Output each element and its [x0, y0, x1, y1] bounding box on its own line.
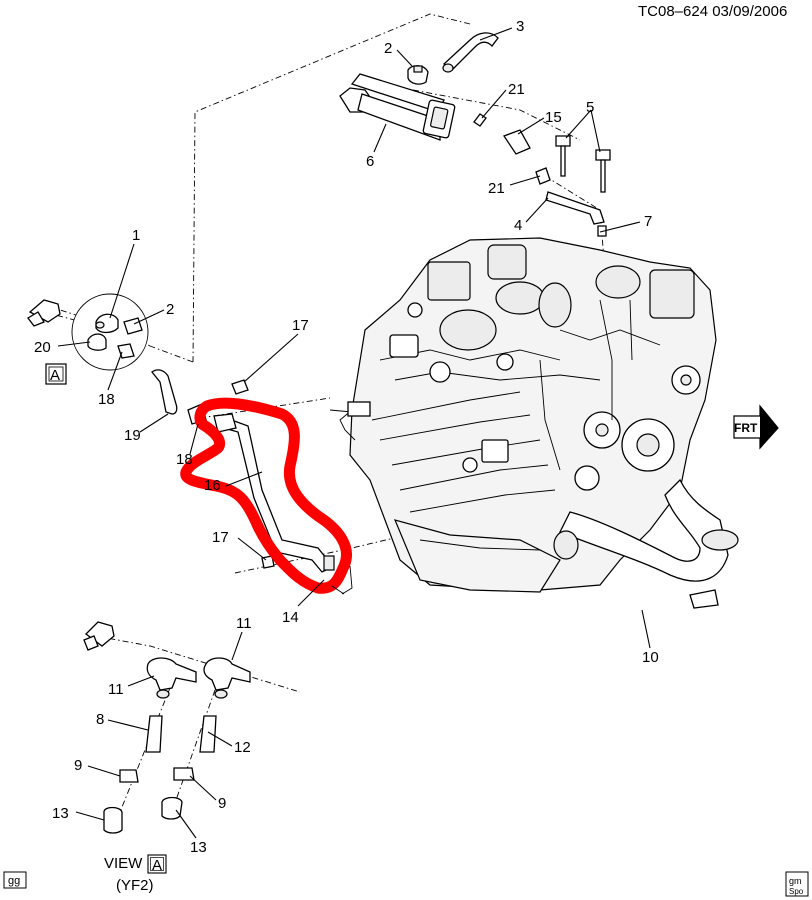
callout-9: 9 [218, 795, 226, 812]
view-marker-letter: A [50, 367, 60, 384]
callout-16: 16 [204, 477, 221, 494]
callout-21: 21 [508, 81, 525, 98]
callout-14: 14 [282, 609, 299, 626]
corner-left-text: gg [8, 875, 20, 887]
callout-17: 17 [292, 317, 309, 334]
lower-coolant-hose [553, 478, 739, 609]
callout-10: 10 [642, 649, 659, 666]
callout-13: 13 [52, 805, 69, 822]
callout-7: 7 [644, 213, 652, 230]
callout-12: 12 [234, 739, 251, 756]
front-arrow: FRT [733, 404, 779, 450]
callout-18: 18 [98, 391, 115, 408]
bracket-and-bolts [545, 135, 611, 237]
callout-1: 1 [132, 227, 140, 244]
callout-3: 3 [516, 18, 524, 35]
view-label-letter: A [152, 857, 162, 874]
corner-right-line2: Spo [789, 887, 804, 896]
left-fitting-group [27, 293, 207, 425]
callout-4: 4 [514, 217, 522, 234]
front-arrow-label: FRT [734, 421, 758, 435]
callout-13: 13 [190, 839, 207, 856]
callout-19: 19 [124, 427, 141, 444]
leader-lines [57, 27, 651, 839]
egr-cooler [339, 73, 456, 141]
view-label: VIEW A (YF2) [104, 854, 167, 894]
callout-17: 17 [212, 529, 229, 546]
callout-15: 15 [545, 109, 562, 126]
callout-8: 8 [96, 711, 104, 728]
highlighted-coolant-tube [180, 397, 352, 594]
egr-hose-upper [442, 32, 499, 73]
callout-18: 18 [176, 451, 193, 468]
view-label-sub: (YF2) [116, 877, 154, 894]
callout-20: 20 [34, 339, 51, 356]
view-a-marker: A [45, 363, 67, 385]
corner-right-line1: gm [789, 876, 802, 886]
engine-assembly [329, 237, 717, 593]
callout-21: 21 [488, 180, 505, 197]
drawing-code: TC08–624 03/09/2006 [638, 3, 787, 20]
view-a-fittings [83, 621, 251, 834]
callout-11: 11 [236, 615, 252, 632]
red-highlight-outline [180, 397, 352, 594]
clamps-and-hose-15 [473, 113, 551, 185]
callout-9: 9 [74, 757, 82, 774]
callout-6: 6 [366, 153, 374, 170]
hose-clamp-upper [407, 65, 429, 85]
corner-mark-right: gm Spo [785, 871, 809, 897]
callout-2: 2 [384, 40, 392, 57]
view-label-text: VIEW [104, 855, 143, 872]
bracket-14 [331, 565, 353, 595]
callout-5: 5 [586, 99, 594, 116]
callout-11: 11 [108, 681, 124, 698]
corner-mark-left: gg [3, 871, 27, 889]
callout-2: 2 [166, 301, 174, 318]
callout-numbers: 3 2 21 5 15 6 21 4 7 1 2 20 18 17 19 18 … [34, 18, 659, 856]
